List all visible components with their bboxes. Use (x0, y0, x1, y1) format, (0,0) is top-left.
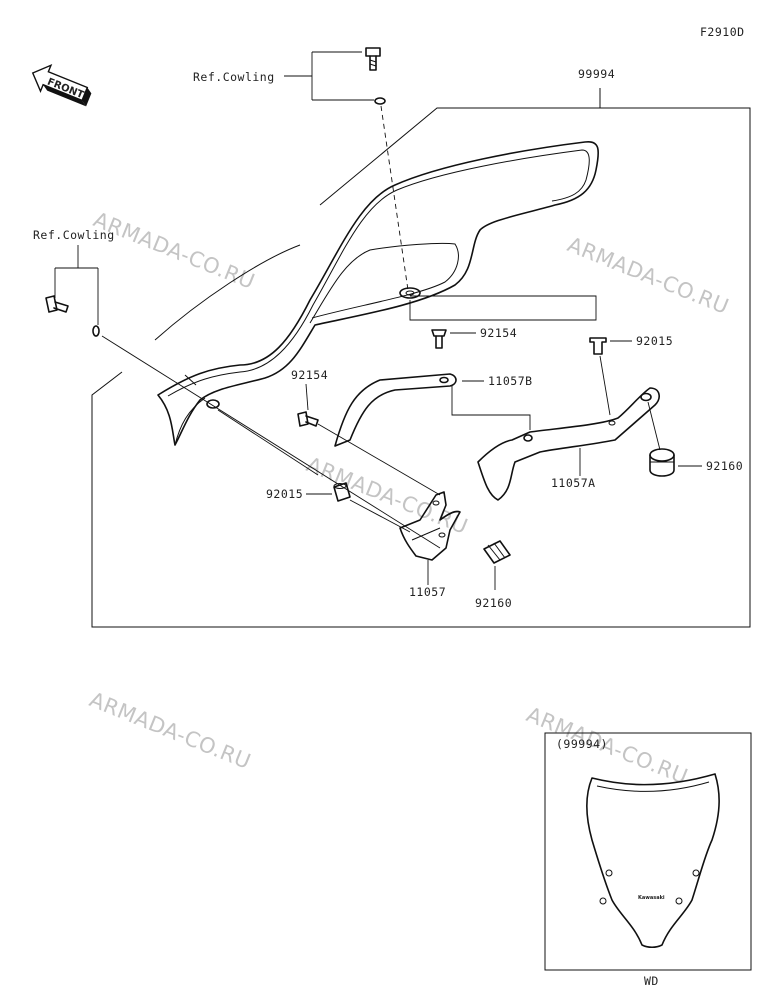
collar-right-label: 92015 (636, 334, 673, 348)
screw-left (297, 411, 319, 427)
cowling-washer-top (374, 97, 386, 105)
ref-cowling-left-label: Ref.Cowling (33, 228, 115, 242)
assembly-frame (319, 107, 600, 206)
stay-label: 11057 (409, 585, 446, 599)
inset-ref-label: (99994) (556, 737, 608, 751)
stay (399, 491, 461, 561)
cowling-bolt-top (365, 47, 381, 71)
screw-right-label: 92154 (480, 326, 517, 340)
collar-left-label: 92015 (266, 487, 303, 501)
assembly-frame (91, 107, 751, 628)
collar-right (589, 337, 607, 355)
inset-caption: WD (644, 974, 659, 988)
screw-left-label: 92154 (291, 368, 328, 382)
damper-right-label: 92160 (706, 459, 743, 473)
watermark: ARMADA-CO.RU (564, 232, 732, 319)
windshield-label: 99994 (578, 67, 615, 81)
watermark: ARMADA-CO.RU (303, 452, 471, 539)
screw-right (431, 329, 447, 349)
damper-left (483, 540, 511, 564)
brand-logo: Kawasaki (638, 895, 665, 901)
cowling-washer-left (92, 325, 100, 337)
watermark: ARMADA-CO.RU (86, 687, 254, 774)
stay-b (334, 373, 457, 447)
damper-left-label: 92160 (475, 596, 512, 610)
stay-a (477, 387, 660, 501)
figure-code: F2910D (700, 25, 745, 39)
stay-a-label: 11057A (551, 476, 596, 490)
windshield-front-view: Kawasaki (586, 773, 720, 949)
collar-left (333, 482, 351, 502)
ref-cowling-top-label: Ref.Cowling (193, 70, 275, 84)
front-arrow-icon: FRONT (31, 63, 92, 107)
inset-box: (99994) Kawasaki WD (544, 732, 752, 988)
damper-right (649, 448, 675, 477)
stay-b-label: 11057B (488, 374, 533, 388)
cowling-bolt-left (45, 295, 69, 313)
windshield (154, 141, 600, 446)
